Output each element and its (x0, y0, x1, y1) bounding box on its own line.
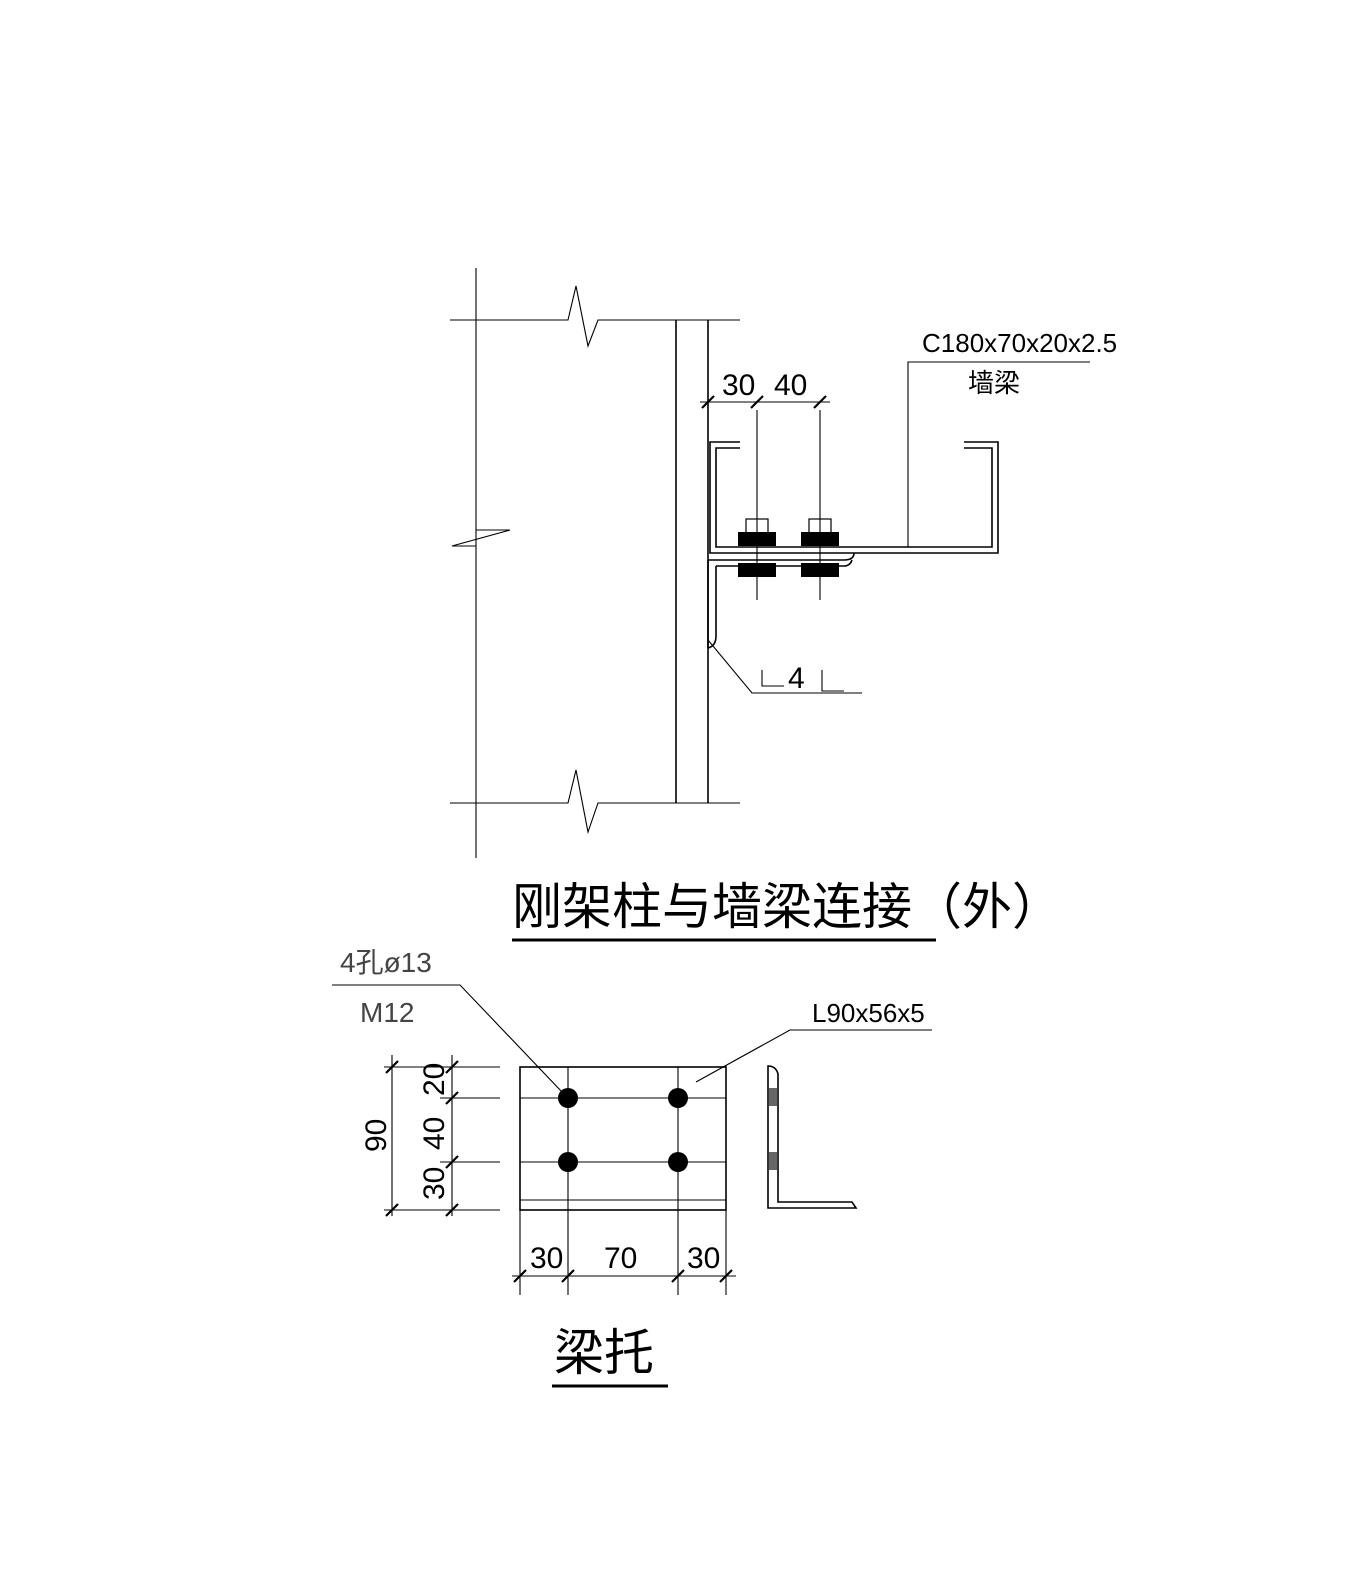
dim-v40-label: 40 (418, 1117, 451, 1150)
angle-section (767, 1065, 858, 1209)
beam-spec-leader: C180x70x20x2.5 墙梁 (907, 328, 1117, 547)
beam-support-detail: 4孔ø13 M12 L90x56x5 90 (332, 947, 932, 1388)
weld-symbol: 4 (707, 639, 862, 695)
hole-bottom-left (558, 1152, 578, 1172)
dim-h30-left-label: 30 (530, 1242, 563, 1275)
bolt-note-label: M12 (360, 997, 414, 1028)
vertical-dimensions: 90 20 40 30 (360, 1055, 500, 1217)
beam-name-label: 墙梁 (968, 368, 1020, 398)
angle-spec-label: L90x56x5 (812, 998, 925, 1028)
dim-h70-label: 70 (604, 1242, 637, 1275)
dim-v20-label: 20 (418, 1063, 451, 1096)
hole-note-label: 4孔ø13 (340, 947, 432, 978)
hole-top-left (558, 1088, 578, 1108)
bolt-right (801, 410, 839, 600)
hole-note-leader: 4孔ø13 M12 (332, 947, 563, 1093)
bolt-left (738, 410, 776, 600)
dim-h30-right-label: 30 (687, 1242, 720, 1275)
angle-spec-leader: L90x56x5 (695, 998, 932, 1083)
column-to-beam-detail: 30 40 C180x70x20x2.5 墙梁 4 刚架柱与墙梁连接（外） (450, 268, 1117, 942)
bolt-holes (558, 1088, 688, 1172)
dim-v30-label: 30 (418, 1167, 451, 1200)
hole-bottom-right (668, 1152, 688, 1172)
hole-top-right (668, 1088, 688, 1108)
dim-90-label: 90 (360, 1119, 393, 1152)
angle-bracket (707, 552, 855, 649)
beam-spec-label: C180x70x20x2.5 (922, 328, 1117, 358)
bolt-spacing-dimension: 30 40 (700, 369, 830, 409)
dim-40-label: 40 (774, 369, 807, 402)
horizontal-dimensions: 30 70 30 (512, 1242, 736, 1283)
weld-size-label: 4 (788, 662, 805, 695)
detail2-title: 梁托 (554, 1324, 654, 1382)
dim-30-label: 30 (722, 369, 755, 402)
steel-column (450, 268, 740, 858)
detail1-title: 刚架柱与墙梁连接（外） (512, 878, 1062, 936)
